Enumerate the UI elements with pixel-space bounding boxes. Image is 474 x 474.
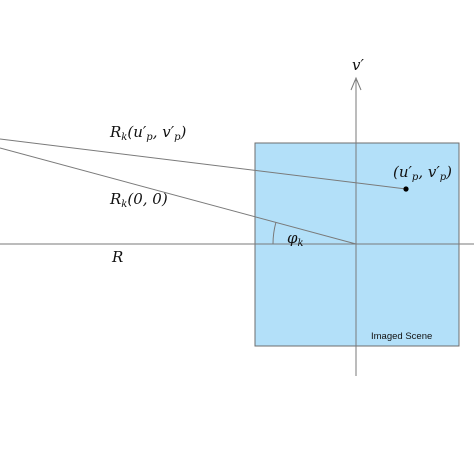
v-axis-arrowhead [350, 76, 362, 91]
ray-to-point-label: Rk(u′p, v′p) [109, 123, 187, 143]
angle-label: φk [287, 229, 304, 249]
v-axis-label: v′ [352, 56, 364, 74]
ray-to-center-label: Rk(0, 0) [109, 190, 168, 210]
angle-arc [272, 221, 277, 245]
point-marker [403, 186, 409, 192]
ray-to-point [0, 138, 407, 190]
point-label: (u′p, v′p) [393, 163, 452, 183]
ray-to-center [0, 147, 357, 245]
baseline-label: R [111, 248, 123, 266]
imaged-scene-label: Imaged Scene [371, 331, 432, 342]
